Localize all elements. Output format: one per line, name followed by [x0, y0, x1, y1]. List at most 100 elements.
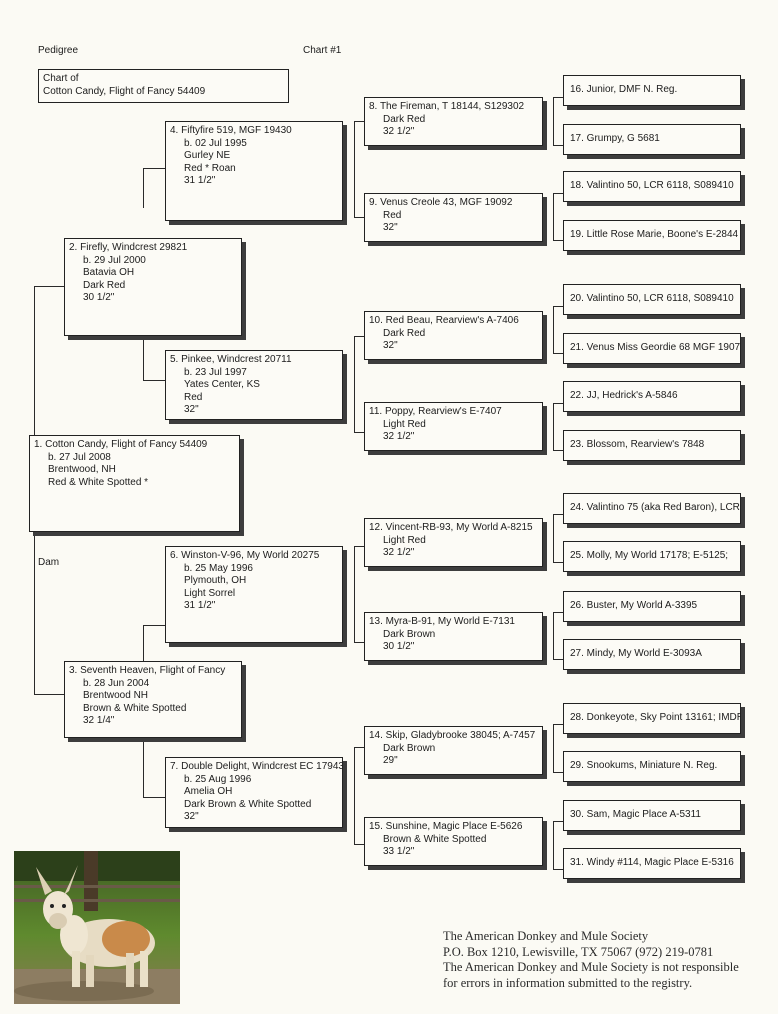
ancestor-name: 8. The Fireman, T 18144, S129302 — [369, 101, 525, 112]
chart-of-line1: Chart of — [43, 73, 79, 84]
ancestor-name: 14. Skip, Gladybrooke 38045; A-7457 — [369, 730, 536, 741]
ancestor-box-7[interactable]: 7. Double Delight, Windcrest EC 17943 b.… — [165, 757, 343, 828]
society-name: The American Donkey and Mule Society — [443, 929, 649, 943]
connector — [354, 336, 355, 432]
ancestor-box-16[interactable]: 16. Junior, DMF N. Reg. — [563, 75, 741, 106]
ancestor-name: 22. JJ, Hedrick's A-5846 — [570, 390, 678, 401]
ancestor-name: 29. Snookums, Miniature N. Reg. — [570, 760, 718, 771]
ancestor-name: 25. Molly, My World 17178; E-5125; — [570, 550, 729, 561]
ancestor-box-6[interactable]: 6. Winston-V-96, My World 20275 b. 25 Ma… — [165, 546, 343, 643]
disclaimer-line2: for errors in information submitted to t… — [443, 975, 693, 990]
ancestor-box-26[interactable]: 26. Buster, My World A-3395 — [563, 591, 741, 622]
connector — [553, 193, 554, 240]
ancestor-name: 2. Firefly, Windcrest 29821 — [69, 242, 188, 253]
connector — [553, 869, 563, 870]
connector — [354, 121, 364, 122]
ancestor-name: 3. Seventh Heaven, Flight of Fancy — [69, 665, 226, 676]
ancestor-box-12[interactable]: 12. Vincent-RB-93, My World A-8215 Light… — [364, 518, 543, 567]
ancestor-place: Batavia OH — [83, 267, 135, 278]
ancestor-color: Dark Brown & White Spotted — [184, 798, 312, 810]
ancestor-box-14[interactable]: 14. Skip, Gladybrooke 38045; A-7457 Dark… — [364, 726, 543, 775]
connector — [354, 747, 364, 748]
ancestor-name: 27. Mindy, My World E-3093A — [570, 648, 702, 659]
disclaimer-line1: The American Donkey and Mule Society is … — [443, 960, 739, 975]
connector — [34, 694, 64, 695]
sire-box[interactable]: 2. Firefly, Windcrest 29821 b. 29 Jul 20… — [64, 238, 242, 336]
connector — [143, 738, 144, 797]
ancestor-box-17[interactable]: 17. Grumpy, G 5681 — [563, 124, 741, 155]
ancestor-box-11[interactable]: 11. Poppy, Rearview's E-7407 Light Red 3… — [364, 402, 543, 451]
connector — [553, 514, 554, 562]
ancestor-box-25[interactable]: 25. Molly, My World 17178; E-5125; — [563, 541, 741, 572]
ancestor-box-29[interactable]: 29. Snookums, Miniature N. Reg. — [563, 751, 741, 782]
ancestor-box-4[interactable]: 4. Fiftyfire 519, MGF 19430 b. 02 Jul 19… — [165, 121, 343, 221]
connector — [553, 612, 563, 613]
subject-name: 1. Cotton Candy, Flight of Fancy 54409 — [34, 439, 208, 450]
ancestor-box-24[interactable]: 24. Valintino 75 (aka Red Baron), LCR — [563, 493, 741, 524]
ancestor-name: 31. Windy #114, Magic Place E-5316 — [570, 857, 734, 868]
ancestor-box-18[interactable]: 18. Valintino 50, LCR 6118, S089410 — [563, 171, 741, 202]
ancestor-name: 30. Sam, Magic Place A-5311 — [570, 809, 701, 820]
ancestor-box-28[interactable]: 28. Donkeyote, Sky Point 13161; IMDR — [563, 703, 741, 734]
connector — [143, 625, 165, 626]
ancestor-box-20[interactable]: 20. Valintino 50, LCR 6118, S089410 — [563, 284, 741, 315]
connector — [354, 217, 364, 218]
ancestor-name: 6. Winston-V-96, My World 20275 — [170, 550, 320, 561]
connector — [143, 336, 144, 380]
ancestor-box-13[interactable]: 13. Myra-B-91, My World E-7131 Dark Brow… — [364, 612, 543, 661]
ancestor-color: Dark Brown — [383, 742, 436, 754]
connector — [354, 642, 364, 643]
ancestor-height: 33 1/2" — [383, 846, 415, 857]
ancestor-height: 29" — [383, 755, 398, 766]
subject-box[interactable]: 1. Cotton Candy, Flight of Fancy 54409 b… — [29, 435, 240, 532]
ancestor-box-9[interactable]: 9. Venus Creole 43, MGF 19092 Red 32" — [364, 193, 543, 242]
connector — [553, 403, 554, 450]
connector — [354, 747, 355, 844]
ancestor-color: Dark Red — [383, 113, 426, 125]
ancestor-height: 32" — [184, 404, 199, 415]
connector — [553, 724, 554, 772]
ancestor-color: Dark Red — [383, 327, 426, 339]
pedigree-label: Pedigree — [38, 45, 79, 56]
ancestor-color: Brown & White Spotted — [383, 833, 487, 845]
connector — [553, 193, 563, 194]
connector — [553, 612, 554, 659]
connector — [143, 625, 144, 661]
ancestor-name: 7. Double Delight, Windcrest EC 17943 — [170, 761, 343, 772]
ancestor-box-8[interactable]: 8. The Fireman, T 18144, S129302 Dark Re… — [364, 97, 543, 146]
connector — [553, 97, 563, 98]
ancestor-box-19[interactable]: 19. Little Rose Marie, Boone's E-2844 — [563, 220, 741, 251]
connector — [143, 797, 165, 798]
ancestor-name: 9. Venus Creole 43, MGF 19092 — [369, 197, 513, 208]
ancestor-box-21[interactable]: 21. Venus Miss Geordie 68 MGF 19073 — [563, 333, 741, 364]
ancestor-name: 28. Donkeyote, Sky Point 13161; IMDR — [570, 712, 741, 723]
ancestor-box-31[interactable]: 31. Windy #114, Magic Place E-5316 — [563, 848, 741, 879]
chart-number: Chart #1 — [303, 45, 342, 56]
ancestor-box-23[interactable]: 23. Blossom, Rearview's 7848 — [563, 430, 741, 461]
ancestor-name: 26. Buster, My World A-3395 — [570, 600, 698, 611]
ancestor-birth: b. 23 Jul 1997 — [184, 366, 247, 378]
subject-birth: b. 27 Jul 2008 — [48, 451, 111, 463]
connector — [354, 844, 364, 845]
ancestor-name: 24. Valintino 75 (aka Red Baron), LCR — [570, 502, 740, 513]
connector — [553, 772, 563, 773]
ancestor-color: Dark Brown — [383, 628, 436, 640]
ancestor-name: 10. Red Beau, Rearview's A-7406 — [369, 315, 519, 326]
ancestor-box-15[interactable]: 15. Sunshine, Magic Place E-5626 Brown &… — [364, 817, 543, 866]
ancestor-box-30[interactable]: 30. Sam, Magic Place A-5311 — [563, 800, 741, 831]
donkey-photo — [14, 851, 180, 1004]
connector — [354, 546, 364, 547]
ancestor-color: Red * Roan — [184, 162, 236, 174]
ancestor-box-10[interactable]: 10. Red Beau, Rearview's A-7406 Dark Red… — [364, 311, 543, 360]
ancestor-box-22[interactable]: 22. JJ, Hedrick's A-5846 — [563, 381, 741, 412]
ancestor-name: 20. Valintino 50, LCR 6118, S089410 — [570, 293, 734, 304]
ancestor-box-5[interactable]: 5. Pinkee, Windcrest 20711 b. 23 Jul 199… — [165, 350, 343, 420]
ancestor-name: 23. Blossom, Rearview's 7848 — [570, 439, 705, 450]
ancestor-birth: b. 02 Jul 1995 — [184, 137, 247, 149]
dam-box[interactable]: 3. Seventh Heaven, Flight of Fancy b. 28… — [64, 661, 242, 738]
connector — [553, 306, 554, 353]
ancestor-height: 32" — [184, 811, 199, 822]
ancestor-height: 30 1/2" — [383, 641, 415, 652]
ancestor-box-27[interactable]: 27. Mindy, My World E-3093A — [563, 639, 741, 670]
ancestor-name: 12. Vincent-RB-93, My World A-8215 — [369, 522, 533, 533]
